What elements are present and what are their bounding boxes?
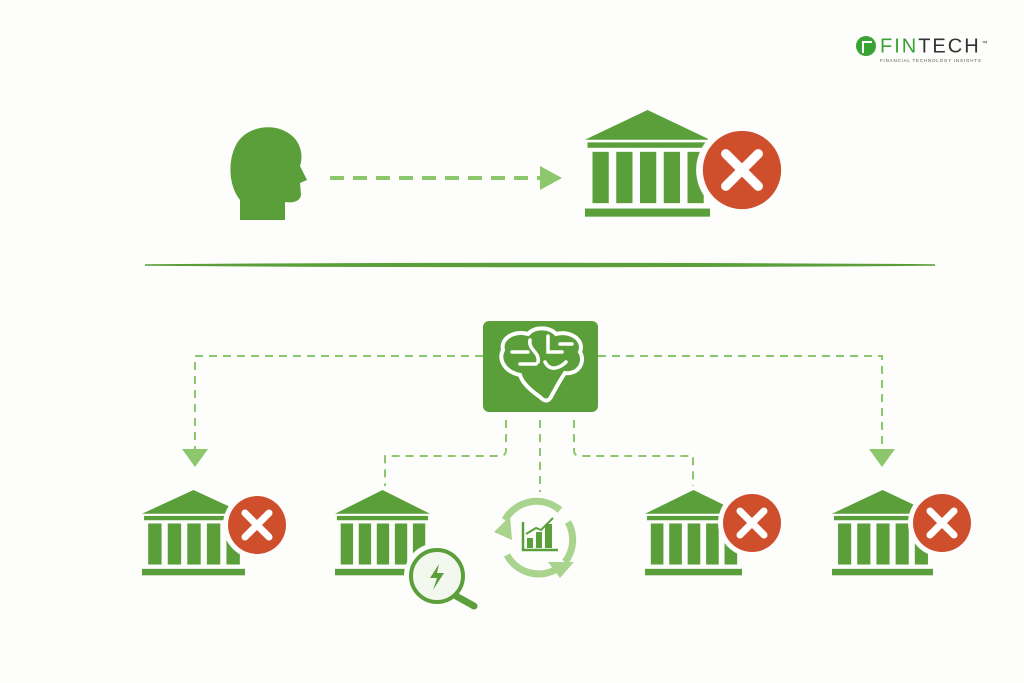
logo-tagline: FINANCIAL TECHNOLOGY INSIGHTS — [880, 57, 982, 63]
magnifier-lightning-icon — [404, 543, 478, 610]
rejected-x-icon — [718, 489, 786, 557]
dashed-connectors — [194, 355, 883, 492]
logo-mark-icon — [856, 36, 876, 56]
logo-trademark: ™ — [981, 41, 990, 47]
bank-icon — [585, 110, 710, 217]
rejected-x-icon — [908, 489, 976, 557]
fintech-logo: FINTECH™ FINANCIAL TECHNOLOGY INSIGHTS — [856, 34, 990, 63]
brain-icon — [483, 321, 598, 412]
arrow-down-icon — [182, 449, 208, 467]
rejected-x-icon — [223, 491, 291, 559]
rejected-x-icon — [696, 124, 788, 216]
cycle-growth-chart-icon — [494, 497, 577, 578]
person-head-icon — [230, 127, 307, 220]
logo-wordmark: FINTECH™ — [880, 34, 990, 57]
divider — [144, 262, 936, 268]
arrow-right-icon — [540, 166, 562, 190]
logo-tech: TECH — [918, 35, 981, 58]
arrow-down-icon — [869, 449, 895, 467]
logo-fin: FIN — [880, 35, 919, 58]
